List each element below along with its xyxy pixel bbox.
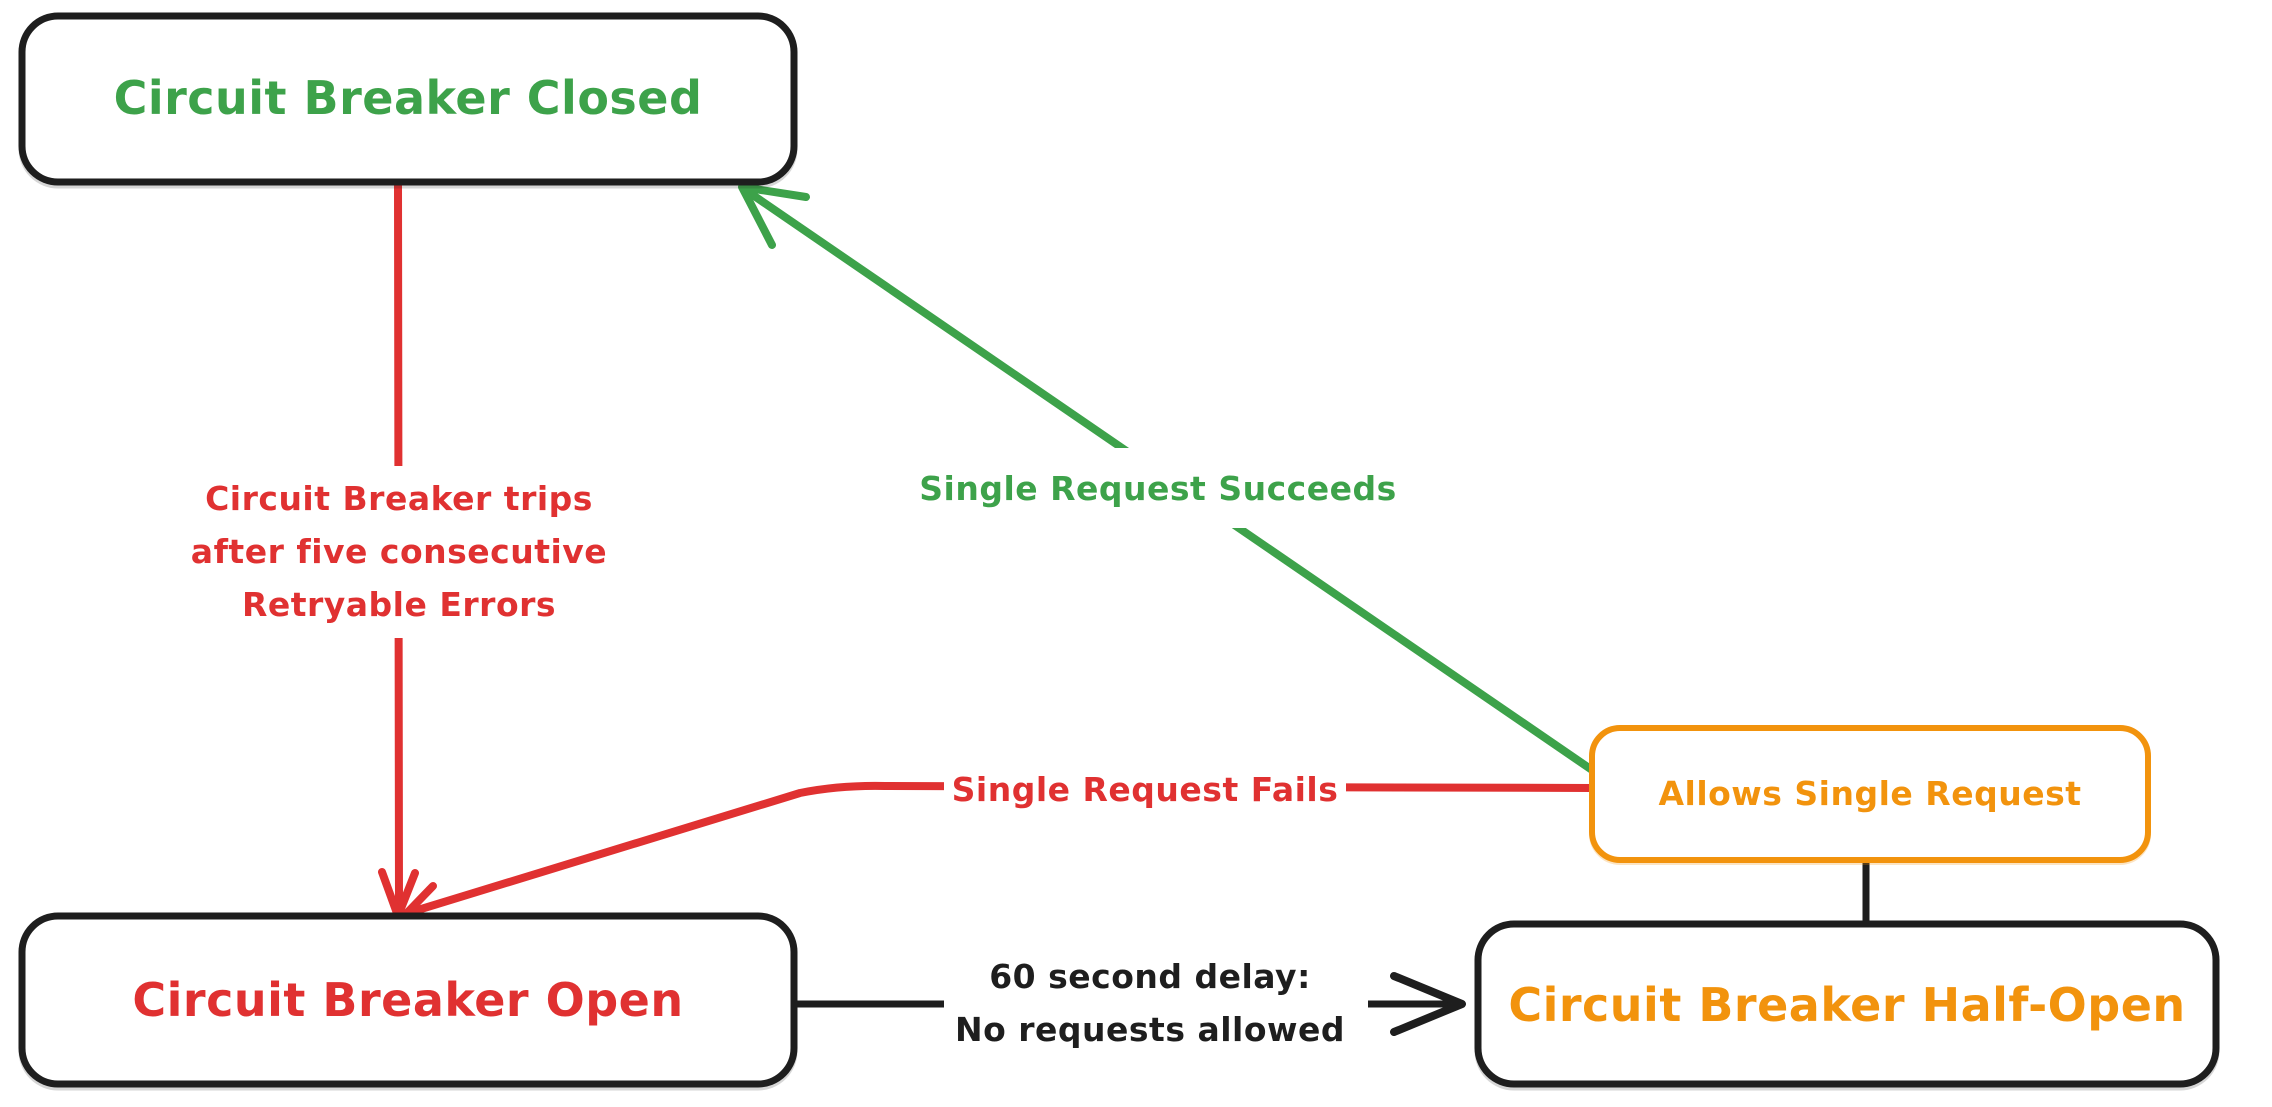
edge-label-trips: Circuit Breaker trips after five consecu… bbox=[176, 466, 626, 638]
edge-label-succeeds-text: Single Request Succeeds bbox=[919, 469, 1396, 508]
node-allows-single-request: Allows Single Request bbox=[1589, 725, 2151, 863]
edge-label-succeeds-bg bbox=[912, 448, 1402, 528]
node-circuit-breaker-open: Circuit Breaker Open bbox=[18, 912, 798, 1088]
node-circuit-breaker-half-open-box bbox=[1474, 920, 2220, 1088]
node-circuit-breaker-open-label: Circuit Breaker Open bbox=[132, 973, 683, 1027]
node-circuit-breaker-open-box bbox=[18, 912, 798, 1088]
edge-label-delay-line2: No requests allowed bbox=[955, 1010, 1345, 1049]
edge-label-fails-bg bbox=[944, 750, 1346, 830]
edge-label-trips-line3: Retryable Errors bbox=[242, 585, 556, 624]
node-allows-single-request-label: Allows Single Request bbox=[1658, 774, 2081, 813]
node-circuit-breaker-half-open-label: Circuit Breaker Half-Open bbox=[1508, 978, 2185, 1032]
edge-label-delay-bg bbox=[944, 942, 1368, 1060]
edge-allows-to-closed-arrowhead bbox=[738, 183, 810, 249]
node-allows-single-request-box bbox=[1589, 725, 2151, 863]
node-circuit-breaker-closed-label: Circuit Breaker Closed bbox=[114, 71, 703, 125]
edge-label-succeeds: Single Request Succeeds bbox=[912, 448, 1402, 528]
node-circuit-breaker-half-open: Circuit Breaker Half-Open bbox=[1474, 920, 2220, 1088]
edge-label-trips-line1: Circuit Breaker trips bbox=[205, 479, 593, 518]
edge-label-fails-text: Single Request Fails bbox=[952, 770, 1339, 809]
edge-label-delay-line1: 60 second delay: bbox=[989, 957, 1311, 996]
node-circuit-breaker-closed-box bbox=[18, 12, 798, 186]
edge-label-trips-bg bbox=[176, 466, 626, 638]
edge-label-delay: 60 second delay: No requests allowed bbox=[944, 942, 1368, 1060]
edge-allows-to-open-line bbox=[404, 781, 1596, 917]
node-circuit-breaker-closed: Circuit Breaker Closed bbox=[18, 12, 798, 186]
edge-label-fails: Single Request Fails bbox=[944, 750, 1346, 830]
edge-open-to-half-open-arrowhead bbox=[1390, 972, 1466, 1036]
edge-label-trips-line2: after five consecutive bbox=[191, 532, 607, 571]
